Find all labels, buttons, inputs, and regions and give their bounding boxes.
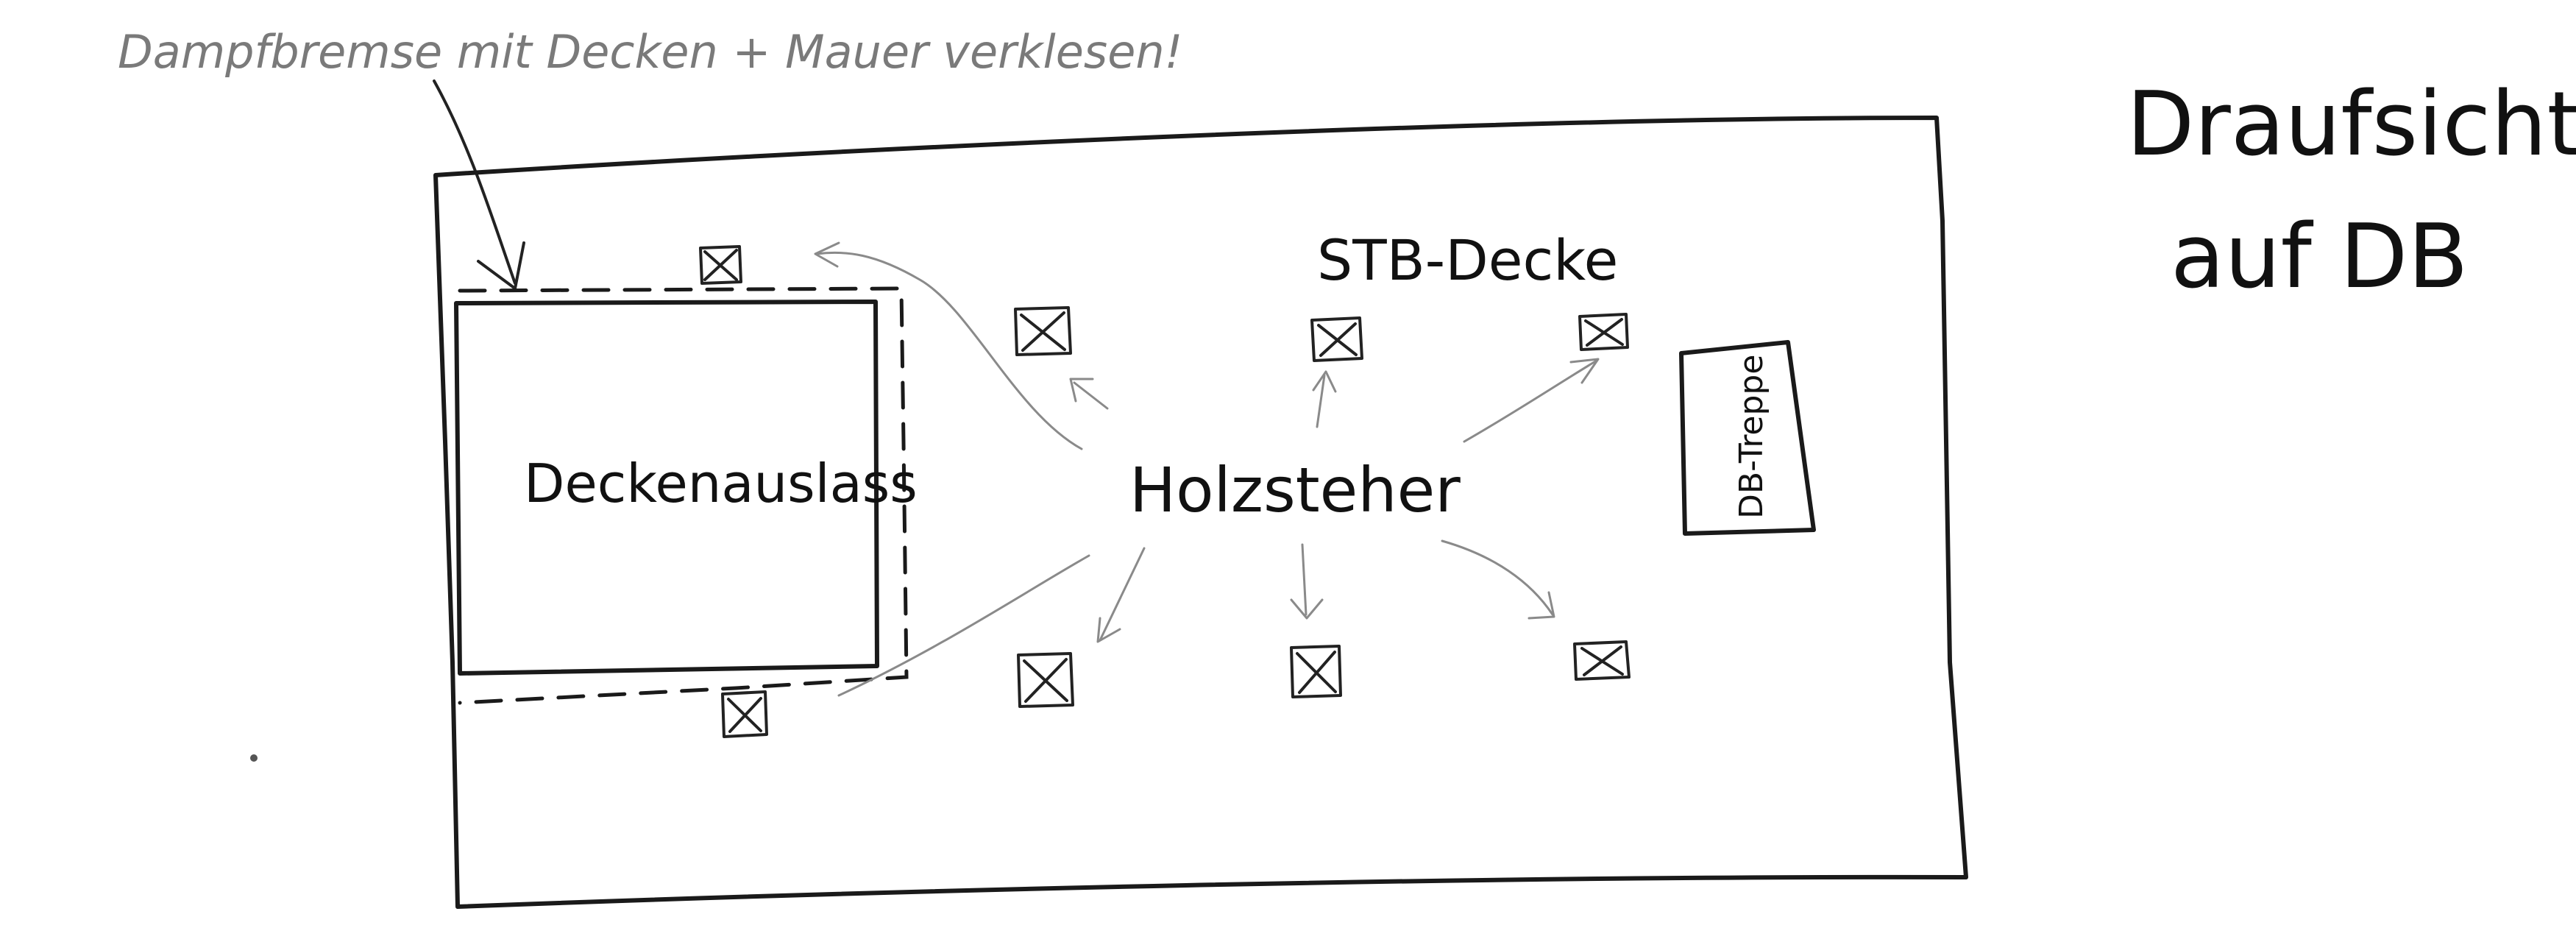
post-8 [1573,640,1631,681]
vapor-barrier-note: Dampfbremse mit Decken + Mauer verklesen… [118,25,1183,79]
vapor-barrier-arrow [433,79,517,285]
pencil-dot [250,754,258,762]
ceiling-opening-label: Deckenauslass [524,453,918,514]
boxed-x-icon [1578,313,1629,351]
post-4 [1578,313,1629,351]
slab-label: STB-Decke [1317,227,1618,293]
boxed-x-icon [1290,645,1342,698]
ceiling-opening: Deckenauslass [454,300,918,676]
post-5 [721,690,768,738]
post-2 [1014,306,1072,356]
post-1 [699,245,742,285]
posts-label: Holzsteher [1129,454,1461,526]
boxed-x-icon [1017,652,1074,708]
post-6 [1017,652,1074,708]
vapor-barrier-arrowhead [477,241,525,290]
pointer-arrows [814,241,1600,697]
title-line-2: auf DB [2171,206,2469,308]
post-3 [1310,316,1363,362]
boxed-x-icon [1573,640,1631,681]
boxed-x-icon [1310,316,1363,362]
boxed-x-icon [721,690,768,738]
stair: DB-Treppe [1679,340,1816,536]
post-7 [1290,645,1342,698]
boxed-x-icon [699,245,742,285]
slab-outline [433,116,1968,909]
boxed-x-icon [1014,306,1072,356]
stair-label: DB-Treppe [1733,355,1770,519]
title-line-1: Draufsicht [2126,74,2576,176]
vapor-barrier-line [458,286,909,705]
